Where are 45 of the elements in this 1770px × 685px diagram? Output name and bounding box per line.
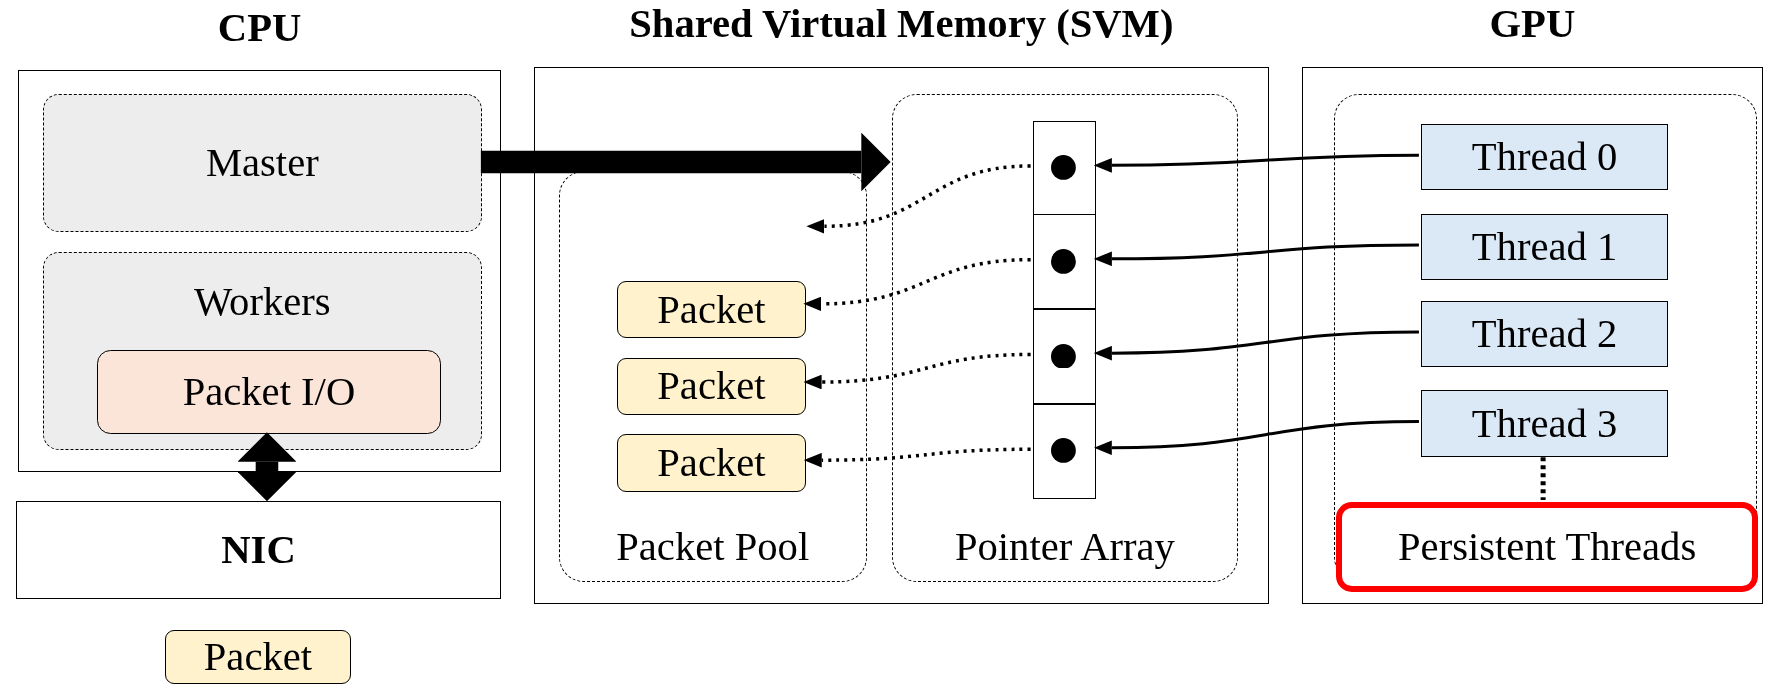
thick-arrow xyxy=(480,132,891,192)
pointer-slot xyxy=(1032,214,1096,309)
node-label: Packet xyxy=(656,287,767,332)
thick-arrow xyxy=(237,432,297,502)
arrow xyxy=(1093,420,1419,456)
pointer-slot xyxy=(1032,120,1096,216)
process-box xyxy=(96,349,442,435)
panel-title: CPU xyxy=(216,5,303,51)
packet-box xyxy=(617,280,806,339)
node-label: Thread 3 xyxy=(1470,401,1619,446)
arrow xyxy=(1093,330,1419,361)
group-label: Packet Pool xyxy=(615,525,811,571)
highlighted-label: Persistent Threads xyxy=(1336,502,1758,592)
node-label: Packet xyxy=(202,634,314,680)
node-label: Thread 0 xyxy=(1470,134,1619,180)
thread-box xyxy=(1420,390,1669,457)
node-label: Thread 2 xyxy=(1470,311,1619,357)
group-label: Pointer Array xyxy=(953,525,1176,571)
packet-box xyxy=(617,434,806,492)
panel-title: GPU xyxy=(1488,2,1577,47)
packet-box xyxy=(617,357,806,416)
thread-box xyxy=(1420,214,1669,280)
dotted-arrow xyxy=(803,257,1031,312)
thread-box xyxy=(1420,301,1669,367)
master-box xyxy=(42,93,482,233)
arrow xyxy=(1093,243,1419,267)
node-label: Master xyxy=(204,140,320,186)
thread-box xyxy=(1420,123,1669,191)
dotted-arrow xyxy=(803,447,1031,468)
node-label: Packet xyxy=(656,440,767,486)
node-label: Packet xyxy=(656,364,767,409)
node-label: NIC xyxy=(220,527,297,573)
array-region xyxy=(891,93,1239,583)
pointer-slot xyxy=(1032,403,1096,499)
workers-box xyxy=(42,251,482,451)
packet-box xyxy=(164,629,352,685)
pointer-slot xyxy=(1032,309,1096,404)
node-label: Packet I/O xyxy=(181,369,357,415)
panel-title: Shared Virtual Memory (SVM) xyxy=(628,2,1175,47)
dotted-arrow xyxy=(803,352,1031,390)
group-label: Workers xyxy=(193,279,332,325)
node-label: Thread 1 xyxy=(1470,224,1619,270)
arrow xyxy=(1093,153,1419,173)
dotted-arrow xyxy=(806,164,1031,234)
nic-box xyxy=(15,501,502,600)
